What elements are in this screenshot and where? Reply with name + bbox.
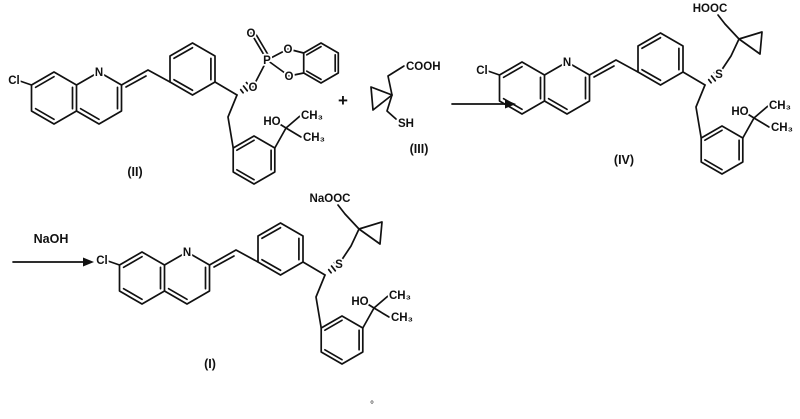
arrow-head — [83, 257, 94, 267]
ch3-label: CH₃ — [303, 132, 325, 144]
sh-label: SH — [398, 118, 414, 130]
ch3-label: CH₃ — [771, 122, 793, 134]
ch3-label: CH₃ — [389, 290, 411, 302]
cl-label: Cl — [8, 75, 20, 87]
reaction-step-2: NaOH — [12, 230, 94, 267]
acetic-chain — [387, 65, 405, 96]
p-label: P — [263, 55, 271, 67]
naooc-label: NaOOC — [310, 193, 351, 205]
compound-iv: Cl N S HOOC HO CH₃ CH₃ (IV) — [475, 1, 795, 175]
cl-label: Cl — [96, 255, 108, 267]
thio-use — [717, 14, 763, 75]
cl-label: Cl — [476, 65, 488, 77]
o1-label: O — [284, 44, 293, 56]
degree-mark: ° — [370, 400, 374, 411]
n-label: N — [183, 247, 191, 259]
thiol-chain — [386, 94, 397, 120]
s-label: S — [715, 69, 723, 81]
skeleton-use — [104, 222, 390, 365]
ch3-label: CH₃ — [301, 110, 323, 122]
skeleton-use — [16, 42, 302, 185]
o2-label: O — [285, 71, 294, 83]
plus-sign: + — [338, 91, 348, 110]
hooc-label: HOOC — [693, 3, 728, 15]
o-ester-label: O — [249, 82, 258, 94]
compound-ii-label: (II) — [127, 165, 142, 179]
o-double-label: O — [247, 28, 256, 40]
compound-i-label: (I) — [204, 357, 216, 371]
cooh-label: COOH — [406, 61, 441, 73]
compound-iii: COOH SH (III) — [370, 59, 442, 158]
cyclopropane-ring — [370, 86, 393, 111]
n-label: N — [95, 67, 103, 79]
naoh-label: NaOH — [34, 232, 69, 246]
ch3-label: CH₃ — [391, 312, 413, 324]
ho-label: HO — [351, 296, 368, 308]
n-label: N — [563, 57, 571, 69]
compound-i: Cl N S NaOOC HO CH₃ CH₃ (I) — [95, 191, 415, 373]
compound-iii-label: (III) — [410, 142, 429, 156]
ho-label: HO — [263, 116, 280, 128]
s-label: S — [335, 259, 343, 271]
compound-iv-label: (IV) — [614, 153, 634, 167]
ch3-label: CH₃ — [769, 100, 791, 112]
ho-label: HO — [731, 106, 748, 118]
thio-use — [337, 204, 383, 265]
compound-ii: Cl N O P O O O HO CH₃ CH₃ (II) — [7, 26, 340, 185]
